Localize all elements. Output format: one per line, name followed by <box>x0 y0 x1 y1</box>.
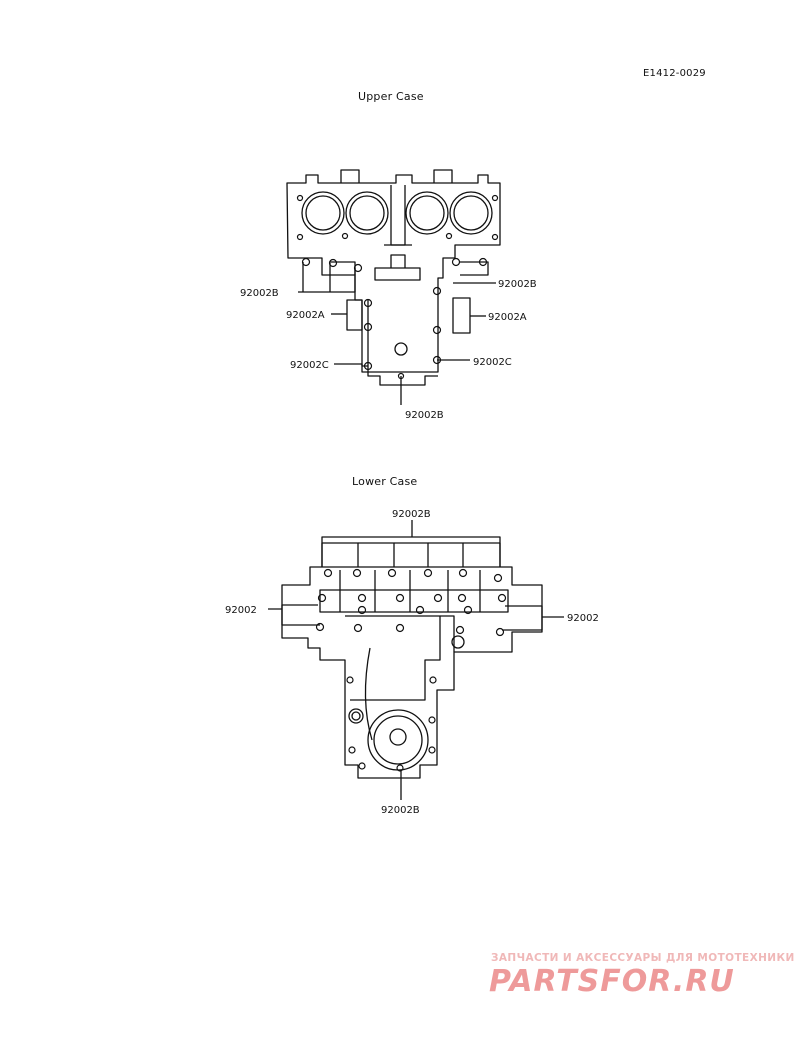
lower-case-title: Lower Case <box>352 475 418 488</box>
label-92002b-upper-right: 92002B <box>498 279 537 290</box>
label-92002b-upper-left: 92002B <box>240 288 279 299</box>
label-92002c-upper-right: 92002C <box>473 357 512 368</box>
watermark-subtitle: ЗАПЧАСТИ И АКСЕССУАРЫ ДЛЯ МОТОТЕХНИКИ <box>491 952 795 964</box>
lower-case-drawing <box>268 520 564 800</box>
figure-code: E1412-0029 <box>643 68 706 79</box>
upper-case-drawing <box>286 169 501 405</box>
label-92002-lower-left: 92002 <box>225 605 257 616</box>
label-92002-lower-right: 92002 <box>567 613 599 624</box>
label-92002c-upper-left: 92002C <box>290 360 329 371</box>
label-92002a-upper-left: 92002A <box>286 310 325 321</box>
label-92002a-upper-right: 92002A <box>488 312 527 323</box>
label-92002b-lower-bottom: 92002B <box>381 805 420 816</box>
label-92002b-upper-bottom: 92002B <box>405 410 444 421</box>
watermark-brand: PARTSFOR.RU <box>489 964 735 999</box>
part-labels: 92002B 92002A 92002C 92002B 92002A 92002… <box>225 279 599 816</box>
upper-case-title: Upper Case <box>358 90 424 103</box>
label-92002b-lower-top: 92002B <box>392 509 431 520</box>
